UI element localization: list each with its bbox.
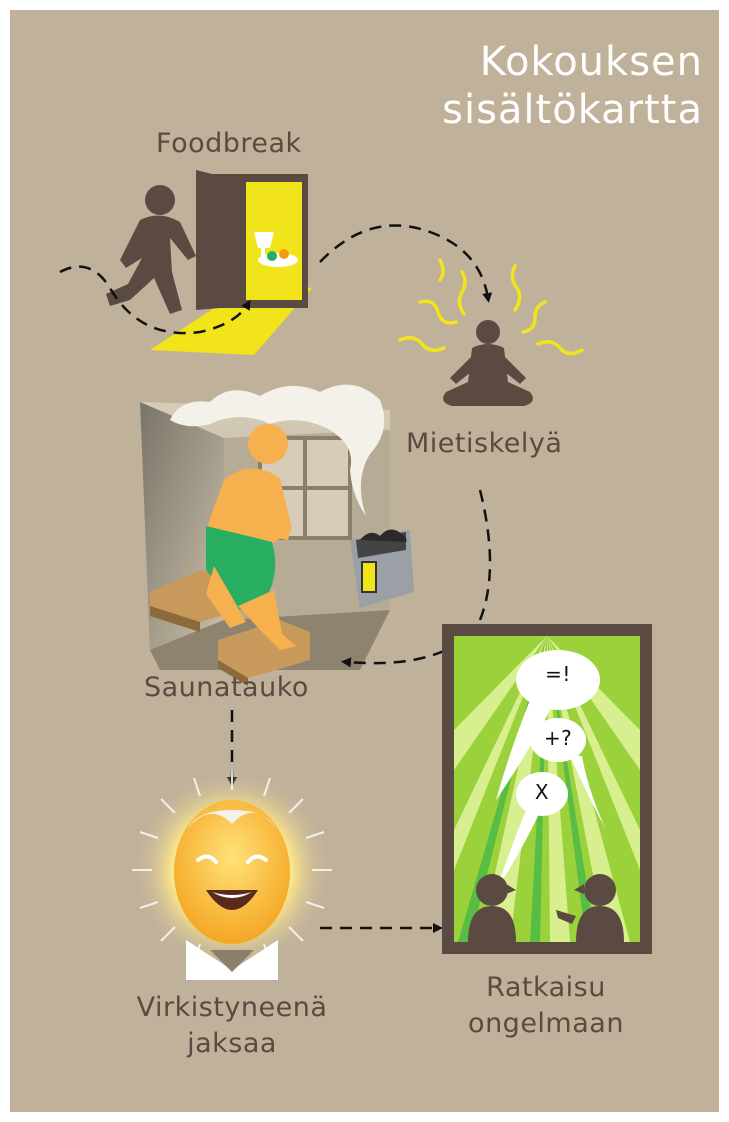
door-panel <box>196 170 244 310</box>
bubble-text-bottom: X <box>512 780 572 804</box>
label-solution-line-1: Ratkaisu <box>426 970 666 1006</box>
meditation-illustration <box>400 260 582 406</box>
label-solution-line-2: ongelmaan <box>426 1006 666 1042</box>
bubble-text-top: =! <box>528 662 588 686</box>
label-solution: Ratkaisu ongelmaan <box>426 970 666 1042</box>
sauna-illustration <box>140 385 414 686</box>
diagram-graphics <box>10 10 719 1112</box>
sauna-heater-icon <box>350 529 414 608</box>
label-refreshed-line-1: Virkistyneenä <box>102 990 362 1026</box>
door-light <box>246 182 302 300</box>
bubble-text-middle: +? <box>528 726 588 750</box>
refreshed-illustration <box>132 770 332 980</box>
label-refreshed-line-2: jaksaa <box>102 1026 362 1062</box>
label-refreshed: Virkistyneenä jaksaa <box>102 990 362 1062</box>
label-meditation: Mietiskelyä <box>406 428 562 459</box>
meditating-person-icon <box>443 320 533 406</box>
label-sauna: Saunatauko <box>144 672 309 703</box>
foodbreak-illustration <box>60 170 312 355</box>
label-foodbreak: Foodbreak <box>156 128 302 159</box>
poster: Kokouksen sisältökartta <box>10 10 719 1112</box>
running-person-icon <box>106 185 196 314</box>
